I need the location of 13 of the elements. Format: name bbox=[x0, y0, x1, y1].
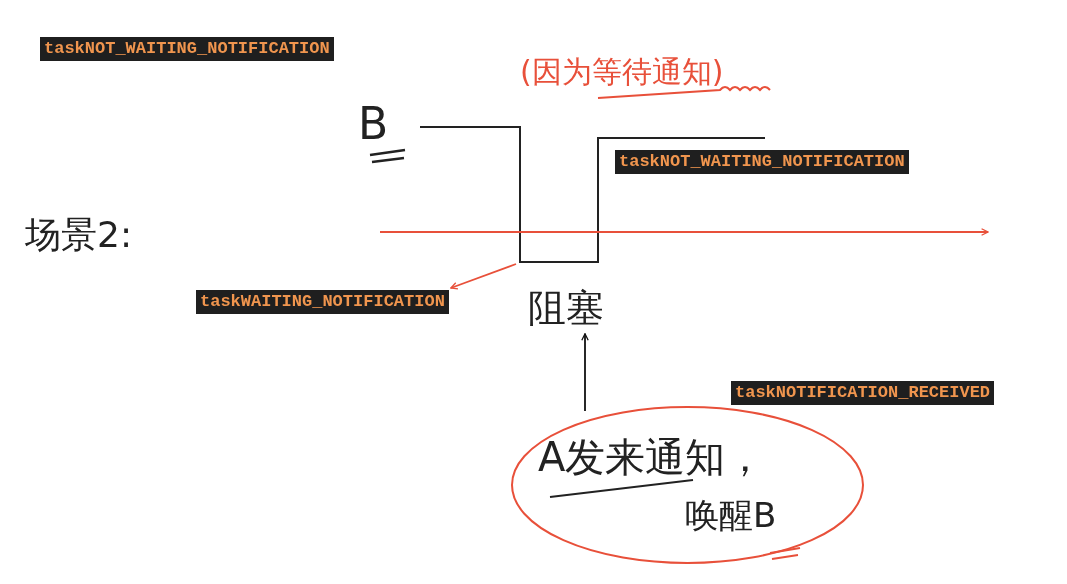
note-text: 唤醒B bbox=[685, 497, 777, 535]
note-text: (因为等待通知) bbox=[520, 55, 724, 88]
code-label: taskWAITING_NOTIFICATION bbox=[196, 290, 449, 314]
note-text: A发来通知， bbox=[538, 435, 766, 479]
ellipse-callout bbox=[510, 405, 865, 565]
task-label: B bbox=[358, 100, 389, 149]
code-label: taskNOT_WAITING_NOTIFICATION bbox=[615, 150, 909, 174]
arrow bbox=[581, 332, 589, 412]
code-label: taskNOT_WAITING_NOTIFICATION bbox=[40, 37, 334, 61]
arrow bbox=[449, 263, 517, 290]
code-label: taskNOTIFICATION_RECEIVED bbox=[731, 381, 995, 405]
scene-title: 场景2: bbox=[25, 215, 133, 255]
state-text: 阻塞 bbox=[528, 288, 604, 330]
